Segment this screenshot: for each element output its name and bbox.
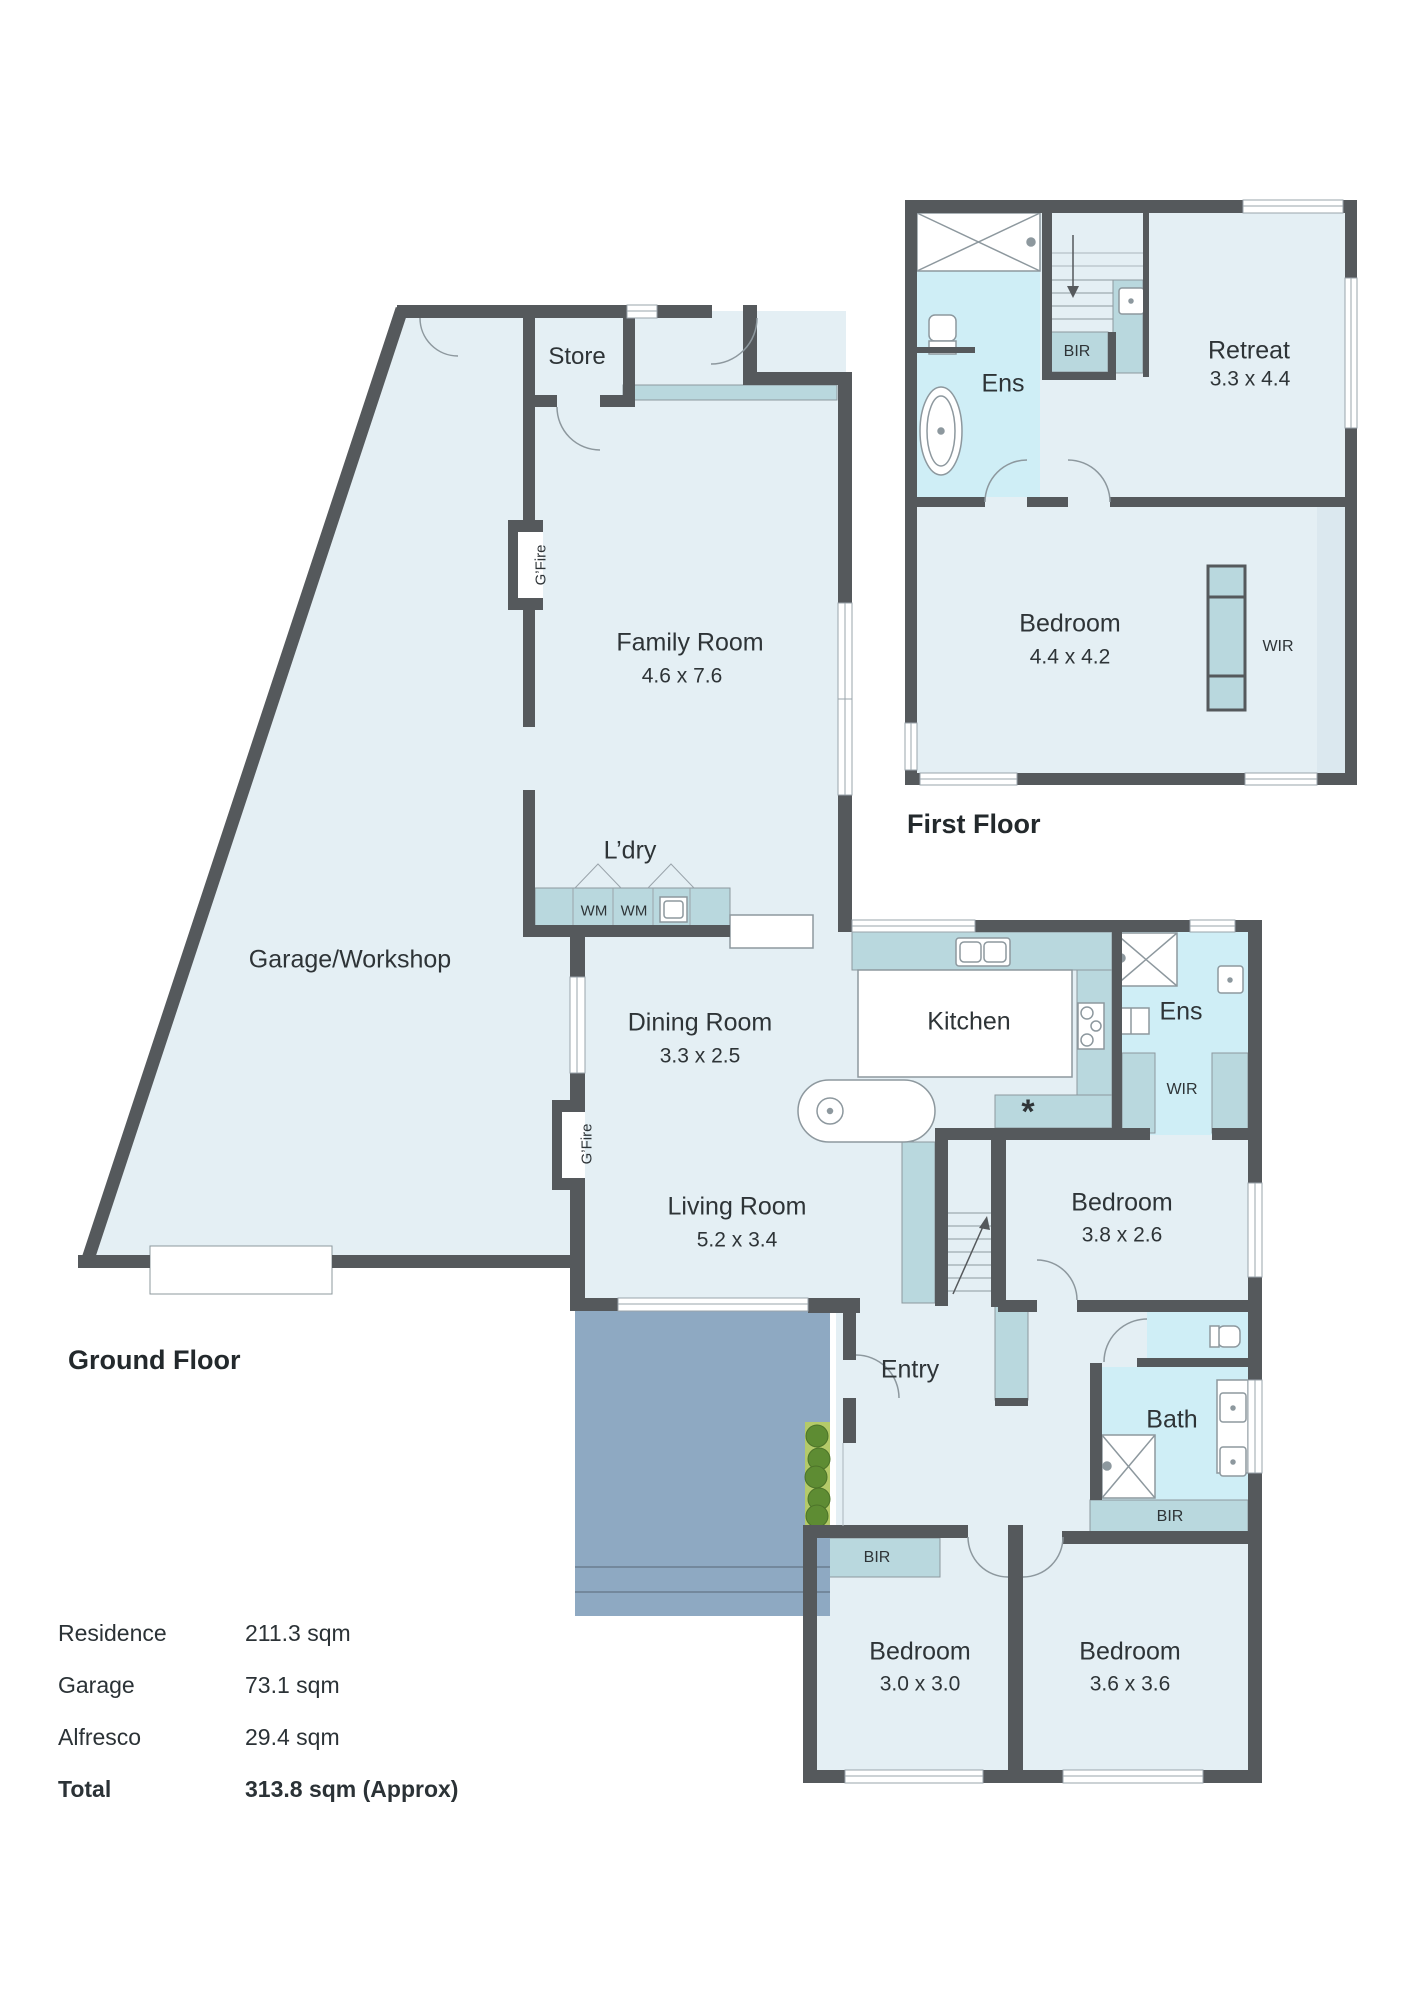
ground-floor-title: Ground Floor [68,1345,241,1375]
label-wm-right: WM [620,902,648,920]
first-benches [1046,279,1144,374]
label-family-room: Family Room [616,628,764,657]
ensuite-sink-icon [1217,965,1244,994]
first-stairs-icon [1047,235,1143,320]
label-dining: Dining Room [627,1008,773,1037]
label-gfire-family: G’Fire [532,544,550,586]
legend-row-label: Residence [58,1619,167,1646]
ground-windows [569,304,1263,1784]
bath-shower-icon [1101,1434,1156,1499]
island-oblong-bench [797,1079,936,1143]
label-ens-first: Ens [981,369,1025,398]
first-floor-title: First Floor [907,809,1041,839]
legend-total-label: Total [58,1775,112,1802]
legend-row-value: 29.4 sqm [245,1723,340,1750]
label-laundry: L’dry [603,836,657,865]
first-windows [904,199,1358,786]
legend-total-value: 313.8 sqm (Approx) [245,1775,459,1802]
first-fixtures [916,212,1145,476]
label-gfire-living: G’Fire [578,1123,596,1165]
bathtub-icon [919,386,963,476]
label-store: Store [548,343,606,370]
legend-row-label: Garage [58,1671,135,1698]
kitchen-sink-icon [955,937,1011,967]
legend-row-value: 73.1 sqm [245,1671,340,1698]
label-bedroom-first-dims: 4.4 x 4.2 [1029,645,1111,669]
label-garage: Garage/Workshop [248,945,452,974]
laundry-details [572,863,695,927]
first-robe-strip [1317,507,1345,773]
label-bedroom-mid: Bedroom [1071,1188,1173,1217]
label-bath: Bath [1146,1405,1198,1434]
ground-doors [419,317,1148,1578]
first-doors [984,459,1111,503]
label-bedroom-right: Bedroom [1079,1637,1181,1666]
bath-sink-1-icon [1219,1392,1247,1423]
laundry-sink-icon [659,896,688,923]
label-entry: Entry [880,1355,940,1384]
garden-bed-icon [804,1422,831,1528]
garage-slanted-wall [81,306,409,1262]
first-walls [905,200,1357,785]
garage-door [149,1245,333,1295]
label-family-room-dims: 4.6 x 7.6 [641,664,723,688]
label-living: Living Room [667,1192,807,1221]
label-wm-left: WM [580,902,608,920]
label-kitchen: Kitchen [927,1007,1011,1036]
area-legend: Residence 211.3 sqm Garage 73.1 sqm Alfr… [58,1607,458,1815]
label-retreat-dims: 3.3 x 4.4 [1209,367,1291,391]
kitchen-island-bench [857,969,1073,1078]
label-bedroom-mid-dims: 3.8 x 2.6 [1081,1223,1163,1247]
label-bedroom-first: Bedroom [1019,609,1121,638]
label-dining-dims: 3.3 x 2.5 [659,1044,741,1068]
wir-wardrobe-icon [1206,564,1247,712]
label-retreat: Retreat [1208,336,1290,365]
bath-sink-2-icon [1219,1446,1247,1477]
label-bedroom-right-dims: 3.6 x 3.6 [1089,1672,1171,1696]
label-wir-ground: WIR [1166,1081,1198,1098]
first-shower-icon [916,212,1041,272]
label-living-dims: 5.2 x 3.4 [696,1228,778,1252]
cooktop-icon [1077,1002,1105,1050]
label-bir-first: BIR [1063,343,1091,360]
legend-row-label: Alfresco [58,1723,142,1750]
label-kitchen-star: * [1021,1093,1035,1131]
label-bir-bath: BIR [1156,1508,1184,1525]
alfresco-area [575,1311,831,1616]
label-bedroom-left-dims: 3.0 x 3.0 [879,1672,961,1696]
ground-fixtures [149,896,1249,1499]
ensuite-shower-icon [1114,932,1178,987]
toilet-icon [1209,1325,1241,1348]
label-wir-first: WIR [1262,638,1294,655]
ground-walls [78,305,1262,1783]
label-bedroom-left: Bedroom [869,1637,971,1666]
legend-row-value: 211.3 sqm [245,1619,351,1646]
ground-benches [534,384,1249,1578]
ground-floor-plan [78,304,1263,1784]
first-sink-icon [1118,287,1145,315]
first-floor-plan [904,199,1358,786]
ground-stairs-icon [948,1212,991,1295]
label-bir-left: BIR [863,1549,891,1566]
label-ens-ground: Ens [1159,997,1203,1026]
servery-bench [729,914,814,949]
